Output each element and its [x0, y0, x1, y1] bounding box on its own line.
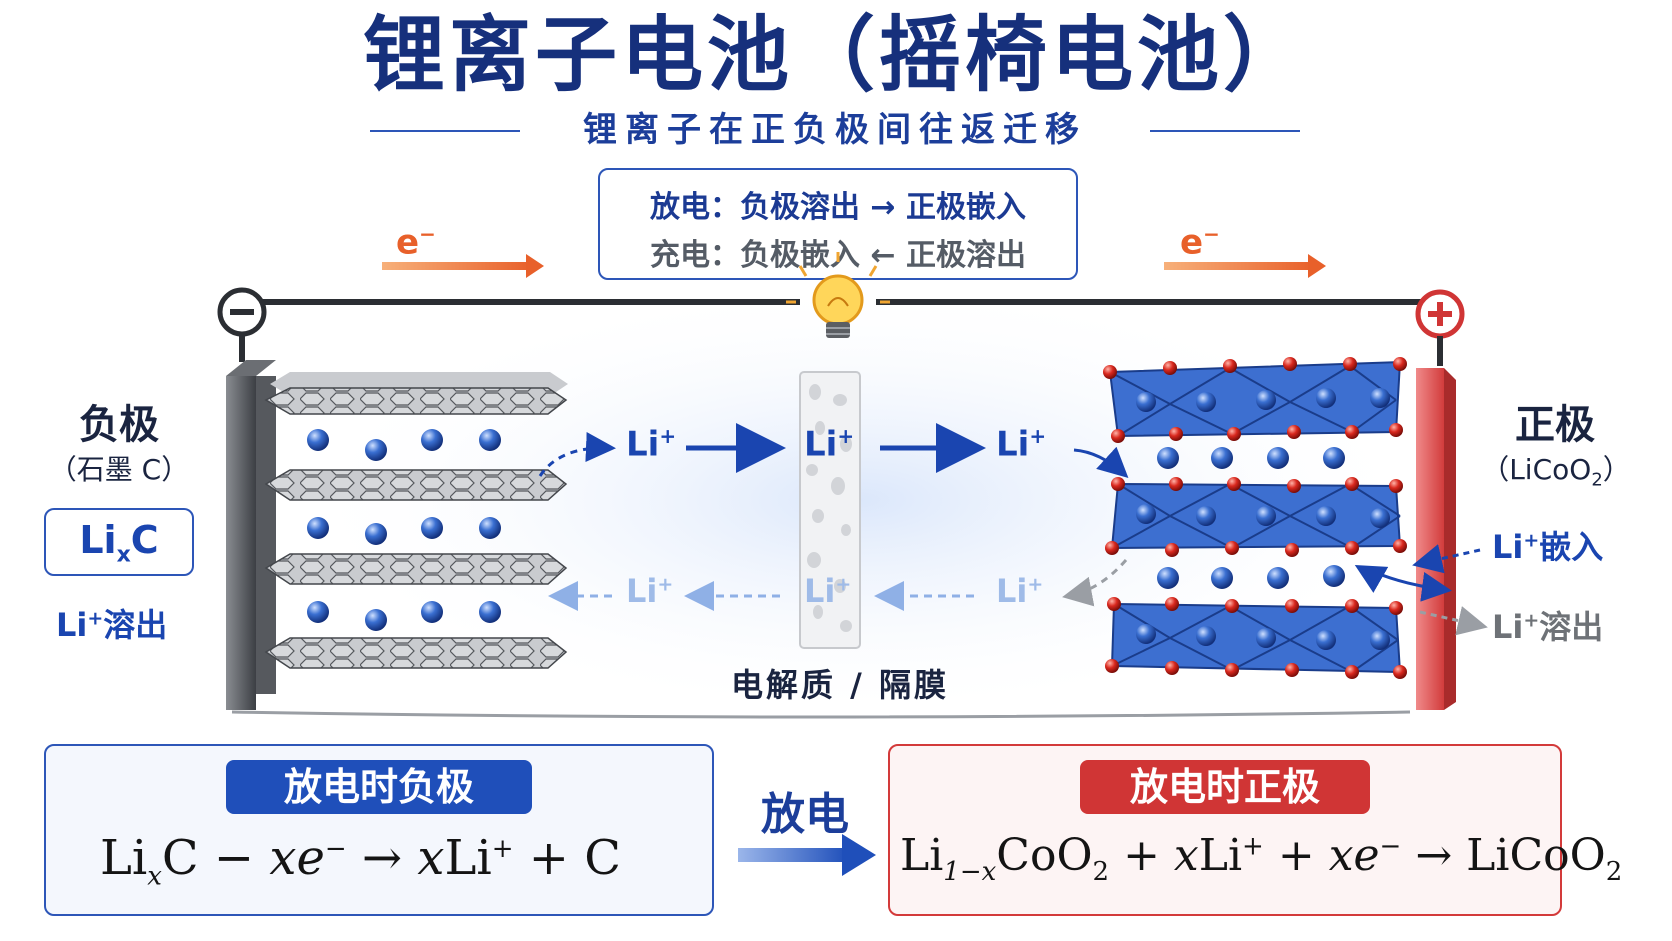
electrolyte-label: 电解质 / 隔膜	[731, 666, 949, 704]
cathode-dissolve-label: Li+溶出	[1492, 608, 1604, 646]
cell-container-bottom	[231, 710, 1411, 719]
lixc-formula-box	[44, 508, 194, 576]
ion-flow-cathode-enter	[1073, 446, 1129, 479]
discharge-direction-arrow	[738, 834, 876, 876]
graphite-layer	[264, 637, 568, 669]
plus-terminal-icon	[1415, 289, 1465, 366]
discharge-center-label: 放电	[761, 789, 849, 840]
li-ion-spheres-anode	[307, 429, 501, 631]
positive-electrode-material: （LiCoO2）	[1481, 453, 1631, 491]
ion-label: Li+	[996, 572, 1044, 610]
exchange-arrow-back	[1354, 565, 1389, 593]
page-title: 锂离子电池（摇椅电池）	[362, 8, 1309, 103]
minus-terminal-icon	[217, 287, 267, 362]
electron-arrow-left	[382, 254, 544, 278]
subtitle-line-left	[370, 130, 520, 132]
ion-label: Li+	[804, 572, 852, 610]
cathode-embed-label: Li+嵌入	[1492, 528, 1604, 566]
subtitle-line-right	[1150, 130, 1300, 132]
anode-dissolve-label: Li+溶出	[56, 606, 168, 644]
graphite-anode	[264, 372, 568, 669]
subtitle: 锂离子在正负极间往返迁移	[583, 110, 1087, 150]
anode-equation: LixC − xe− → xLi+ + C	[100, 830, 621, 892]
legend-discharge: 放电：负极溶出 → 正极嵌入	[649, 190, 1027, 225]
electron-label-right: e−	[1180, 222, 1220, 263]
negative-collector-plate	[226, 360, 276, 710]
ion-label: Li+	[626, 424, 677, 465]
lixc-formula: LixC	[79, 518, 159, 568]
positive-collector-plate	[1416, 368, 1456, 710]
negative-electrode-material: （石墨 C）	[48, 453, 190, 486]
li-ion-spheres-cathode	[1157, 447, 1345, 589]
oxygen-atoms	[1103, 357, 1407, 679]
licoo2-cathode	[1103, 357, 1407, 679]
ion-flow-anode-exit	[538, 432, 616, 477]
ion-label: Li+	[804, 424, 855, 465]
electron-arrow-right	[1164, 254, 1326, 278]
separator-membrane	[799, 371, 861, 649]
graphite-layer	[264, 372, 568, 415]
negative-electrode-title: 负极	[79, 402, 159, 448]
anode-equation-tag: 放电时负极	[226, 760, 532, 814]
ion-label: Li+	[626, 572, 674, 610]
cathode-equation-tag: 放电时正极	[1080, 760, 1370, 814]
ion-label: Li+	[996, 424, 1047, 465]
electron-label-left: e−	[396, 222, 436, 263]
cathode-equation: Li1−xCoO2 + xLi+ + xe− → LiCoO2	[900, 830, 1623, 887]
graphite-layer	[264, 469, 568, 501]
graphite-layer	[264, 553, 568, 585]
positive-electrode-title: 正极	[1515, 402, 1595, 448]
subtitle-row: 锂离子在正负极间往返迁移	[370, 108, 1300, 152]
cobalt-atoms	[1136, 388, 1390, 650]
bulb-icon	[786, 252, 890, 338]
